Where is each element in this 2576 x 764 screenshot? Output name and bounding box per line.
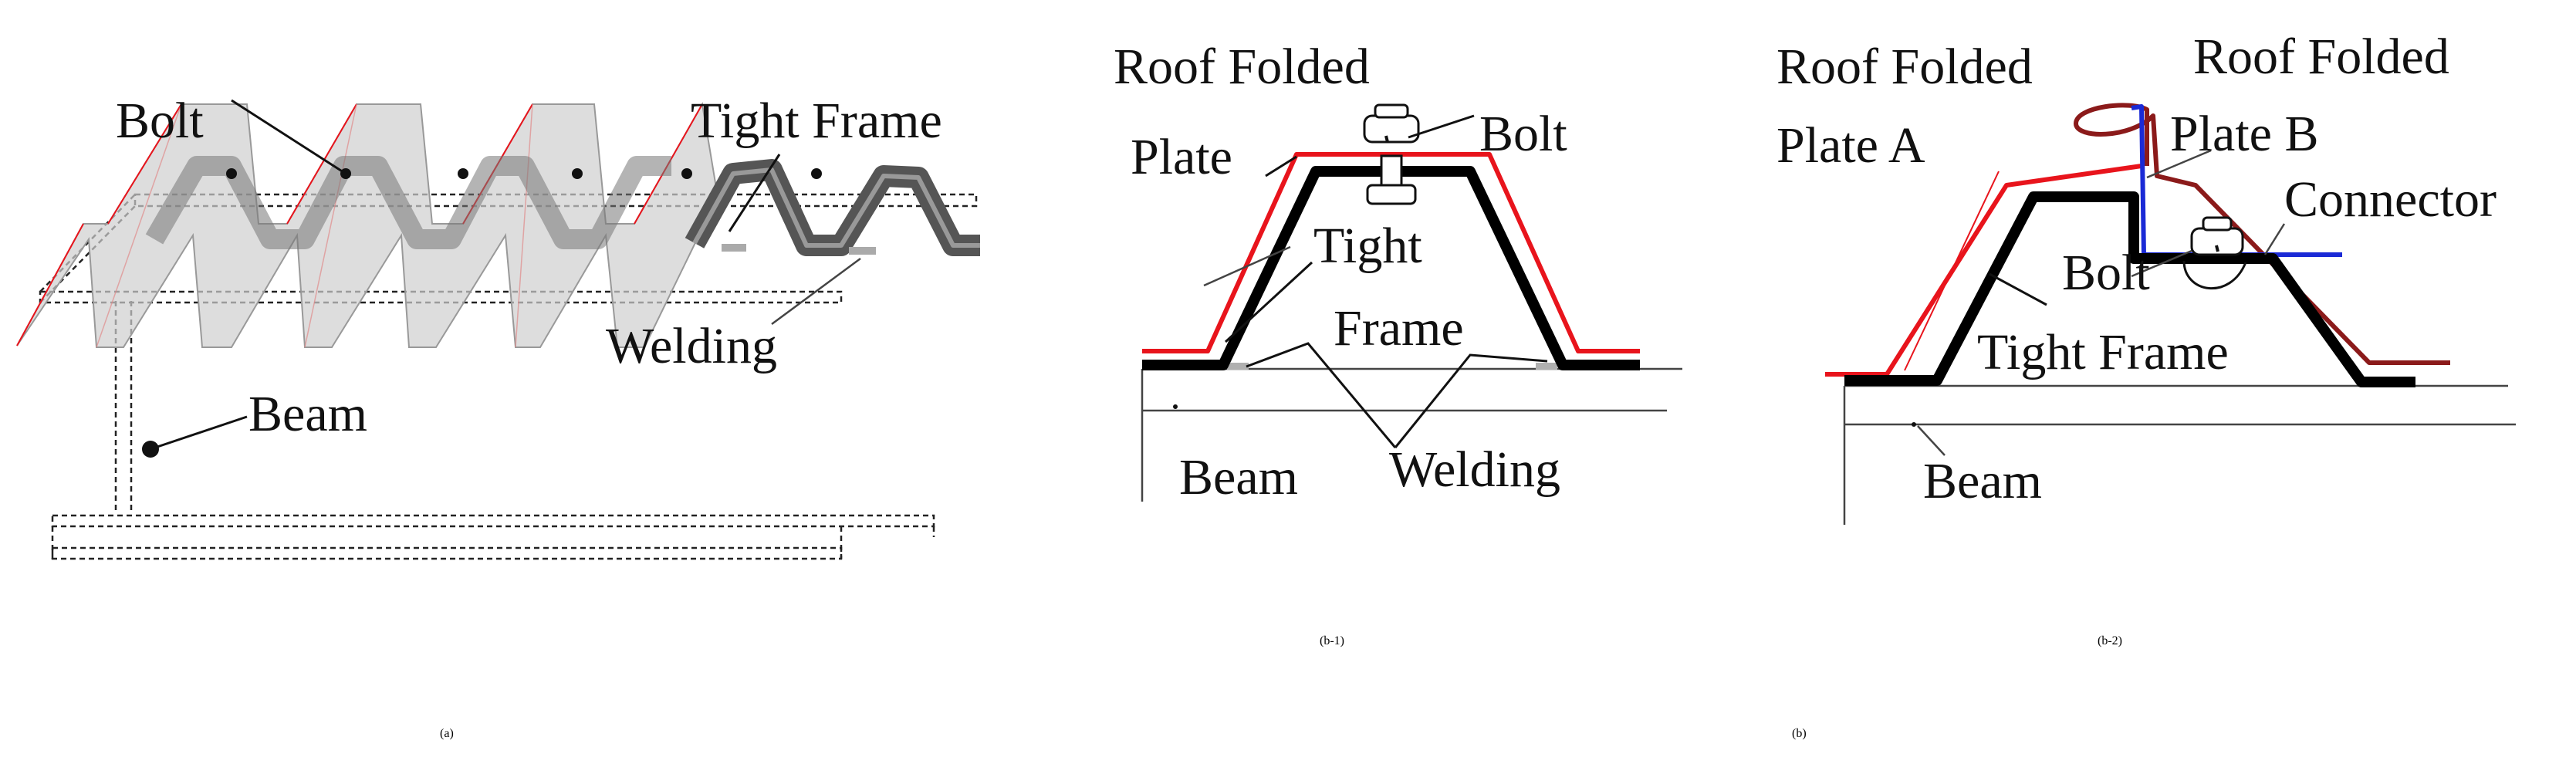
panel-a-tight-frame-label: Tight Frame <box>691 93 942 149</box>
bolt-dot <box>226 168 237 179</box>
panel-b2: Roof Folded Plate A Roof Folded Plate B … <box>1776 29 2516 647</box>
panel-b2-plate-b <box>2074 103 2450 365</box>
panel-a-tight-frame-leader <box>728 154 781 232</box>
bolt-dot <box>681 168 692 179</box>
panel-a-bolt-label: Bolt <box>116 93 204 149</box>
panel-b2-tight-leader <box>1989 272 2047 306</box>
panel-b1-roof-label-2: Plate <box>1131 129 1232 185</box>
panel-b1-weld-right <box>1536 363 1557 370</box>
panel-b1-tight-leader <box>1224 261 1313 343</box>
panel-b1-tight-label-1: Tight <box>1313 218 1422 274</box>
panel-b2-tight-frame-label: Tight Frame <box>1977 324 2229 380</box>
bolt-dot <box>458 168 468 179</box>
panel-b1-bolt-label: Bolt <box>1479 106 1567 162</box>
panel-b1-weld-left <box>1227 363 1249 370</box>
panel-b1-roof-plate <box>1142 152 1640 353</box>
panel-b1-welding-label: Welding <box>1389 441 1560 498</box>
panel-b2-connector-leader <box>2263 223 2286 255</box>
panel-b1-plate-leader <box>1265 155 1297 177</box>
panel-b1-caption: (b-1) <box>1320 634 1344 647</box>
panel-a-beam-label: Beam <box>248 386 367 442</box>
panel-b-caption: (b) <box>1792 727 1807 740</box>
panel-b1-bolt <box>1363 103 1420 205</box>
panel-b1-roof-label-1: Roof Folded <box>1114 39 1370 95</box>
panel-b1-bolt-leader <box>1408 114 1475 139</box>
panel-a-welding-leader <box>771 257 861 326</box>
panel-b2-tight-frame <box>1844 191 2415 387</box>
panel-b2-plate-b-label-2: Plate B <box>2170 106 2319 162</box>
panel-a-caption: (a) <box>440 727 454 740</box>
bolt-dot <box>572 168 583 179</box>
panel-b1-roof-lower-leader <box>1203 245 1291 287</box>
panel-a-tight-frame <box>145 156 980 256</box>
panel-b2-plate-a-leader <box>1904 171 2000 371</box>
panel-a-welding-plates <box>722 244 876 255</box>
panel-b2-connector-label: Connector <box>2284 171 2497 228</box>
panel-b1-welding-leader <box>1246 342 1548 448</box>
panel-a-welding-label: Welding <box>606 318 777 374</box>
panel-b2-bolt-label: Bolt <box>2062 245 2150 301</box>
panel-b1-tight-label-2: Frame <box>1334 300 1464 357</box>
panel-b2-beam-leader <box>1917 425 1946 456</box>
panel-a-bolts <box>142 168 822 458</box>
panel-b2-plate-b-label-1: Roof Folded <box>2193 29 2449 85</box>
panel-b2-bolt-leader <box>2131 249 2192 278</box>
panel-b2-bolt <box>2182 216 2247 290</box>
panel-b2-plate-a-label-1: Roof Folded <box>1776 39 2033 95</box>
panel-a: Bolt Tight Frame Welding Beam (a) <box>16 93 980 740</box>
panel-a-beam-leader <box>150 415 248 451</box>
panel-b2-plate-a-label-2: Plate A <box>1776 117 1925 174</box>
panel-b1-beam-label: Beam <box>1179 449 1298 505</box>
panel-b2-caption: (b-2) <box>2098 634 2122 647</box>
bolt-dot <box>811 168 822 179</box>
panel-b2-beam-label: Beam <box>1923 453 2042 509</box>
panel-a-bolt-leader <box>231 99 347 175</box>
panel-b1: Roof Folded Plate Bolt Tight Frame Beam … <box>1114 39 1682 647</box>
panel-b2-plate-b-leader <box>2146 149 2212 179</box>
